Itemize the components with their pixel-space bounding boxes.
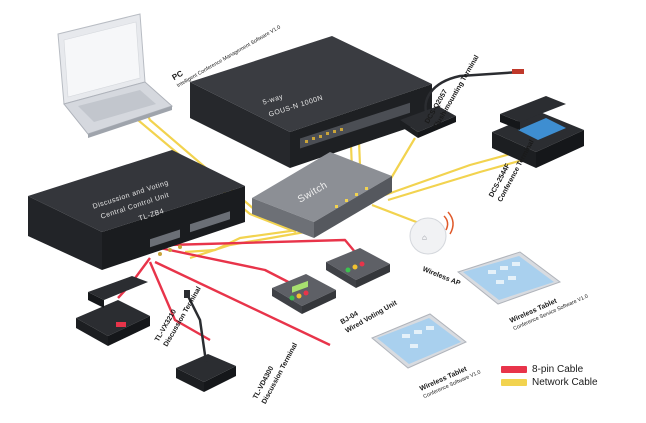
network-cable-conference-2 [387, 156, 531, 202]
network-cable-central-2 [189, 230, 306, 260]
legend-swatch-network [501, 379, 527, 386]
pc-laptop [57, 13, 173, 138]
wireless-ap-device: ⌂ [409, 211, 454, 255]
8pin-cable-terminal-2 [154, 260, 331, 347]
flush-terminal-device [400, 69, 524, 138]
8pin-cable-terminal-3 [148, 261, 211, 342]
tablet-left-device [371, 313, 467, 369]
legend-label-8pin: 8-pin Cable [532, 364, 584, 375]
network-cable-conference [384, 148, 526, 197]
voting-unit-device-2 [326, 248, 390, 288]
conference-terminal-device [492, 96, 584, 168]
switch-device [252, 152, 392, 238]
discussion-terminal-1-device [76, 276, 150, 346]
tablet-right-device [456, 251, 562, 305]
voting-unit-device-1 [272, 274, 336, 314]
legend-swatch-8pin [501, 366, 527, 373]
gigabit-switch-device [190, 36, 432, 168]
legend-label-network: Network Cable [532, 377, 598, 388]
central-control-unit-device [28, 150, 245, 270]
svg-text:⌂: ⌂ [422, 233, 427, 242]
discussion-terminal-2-device [176, 290, 236, 392]
